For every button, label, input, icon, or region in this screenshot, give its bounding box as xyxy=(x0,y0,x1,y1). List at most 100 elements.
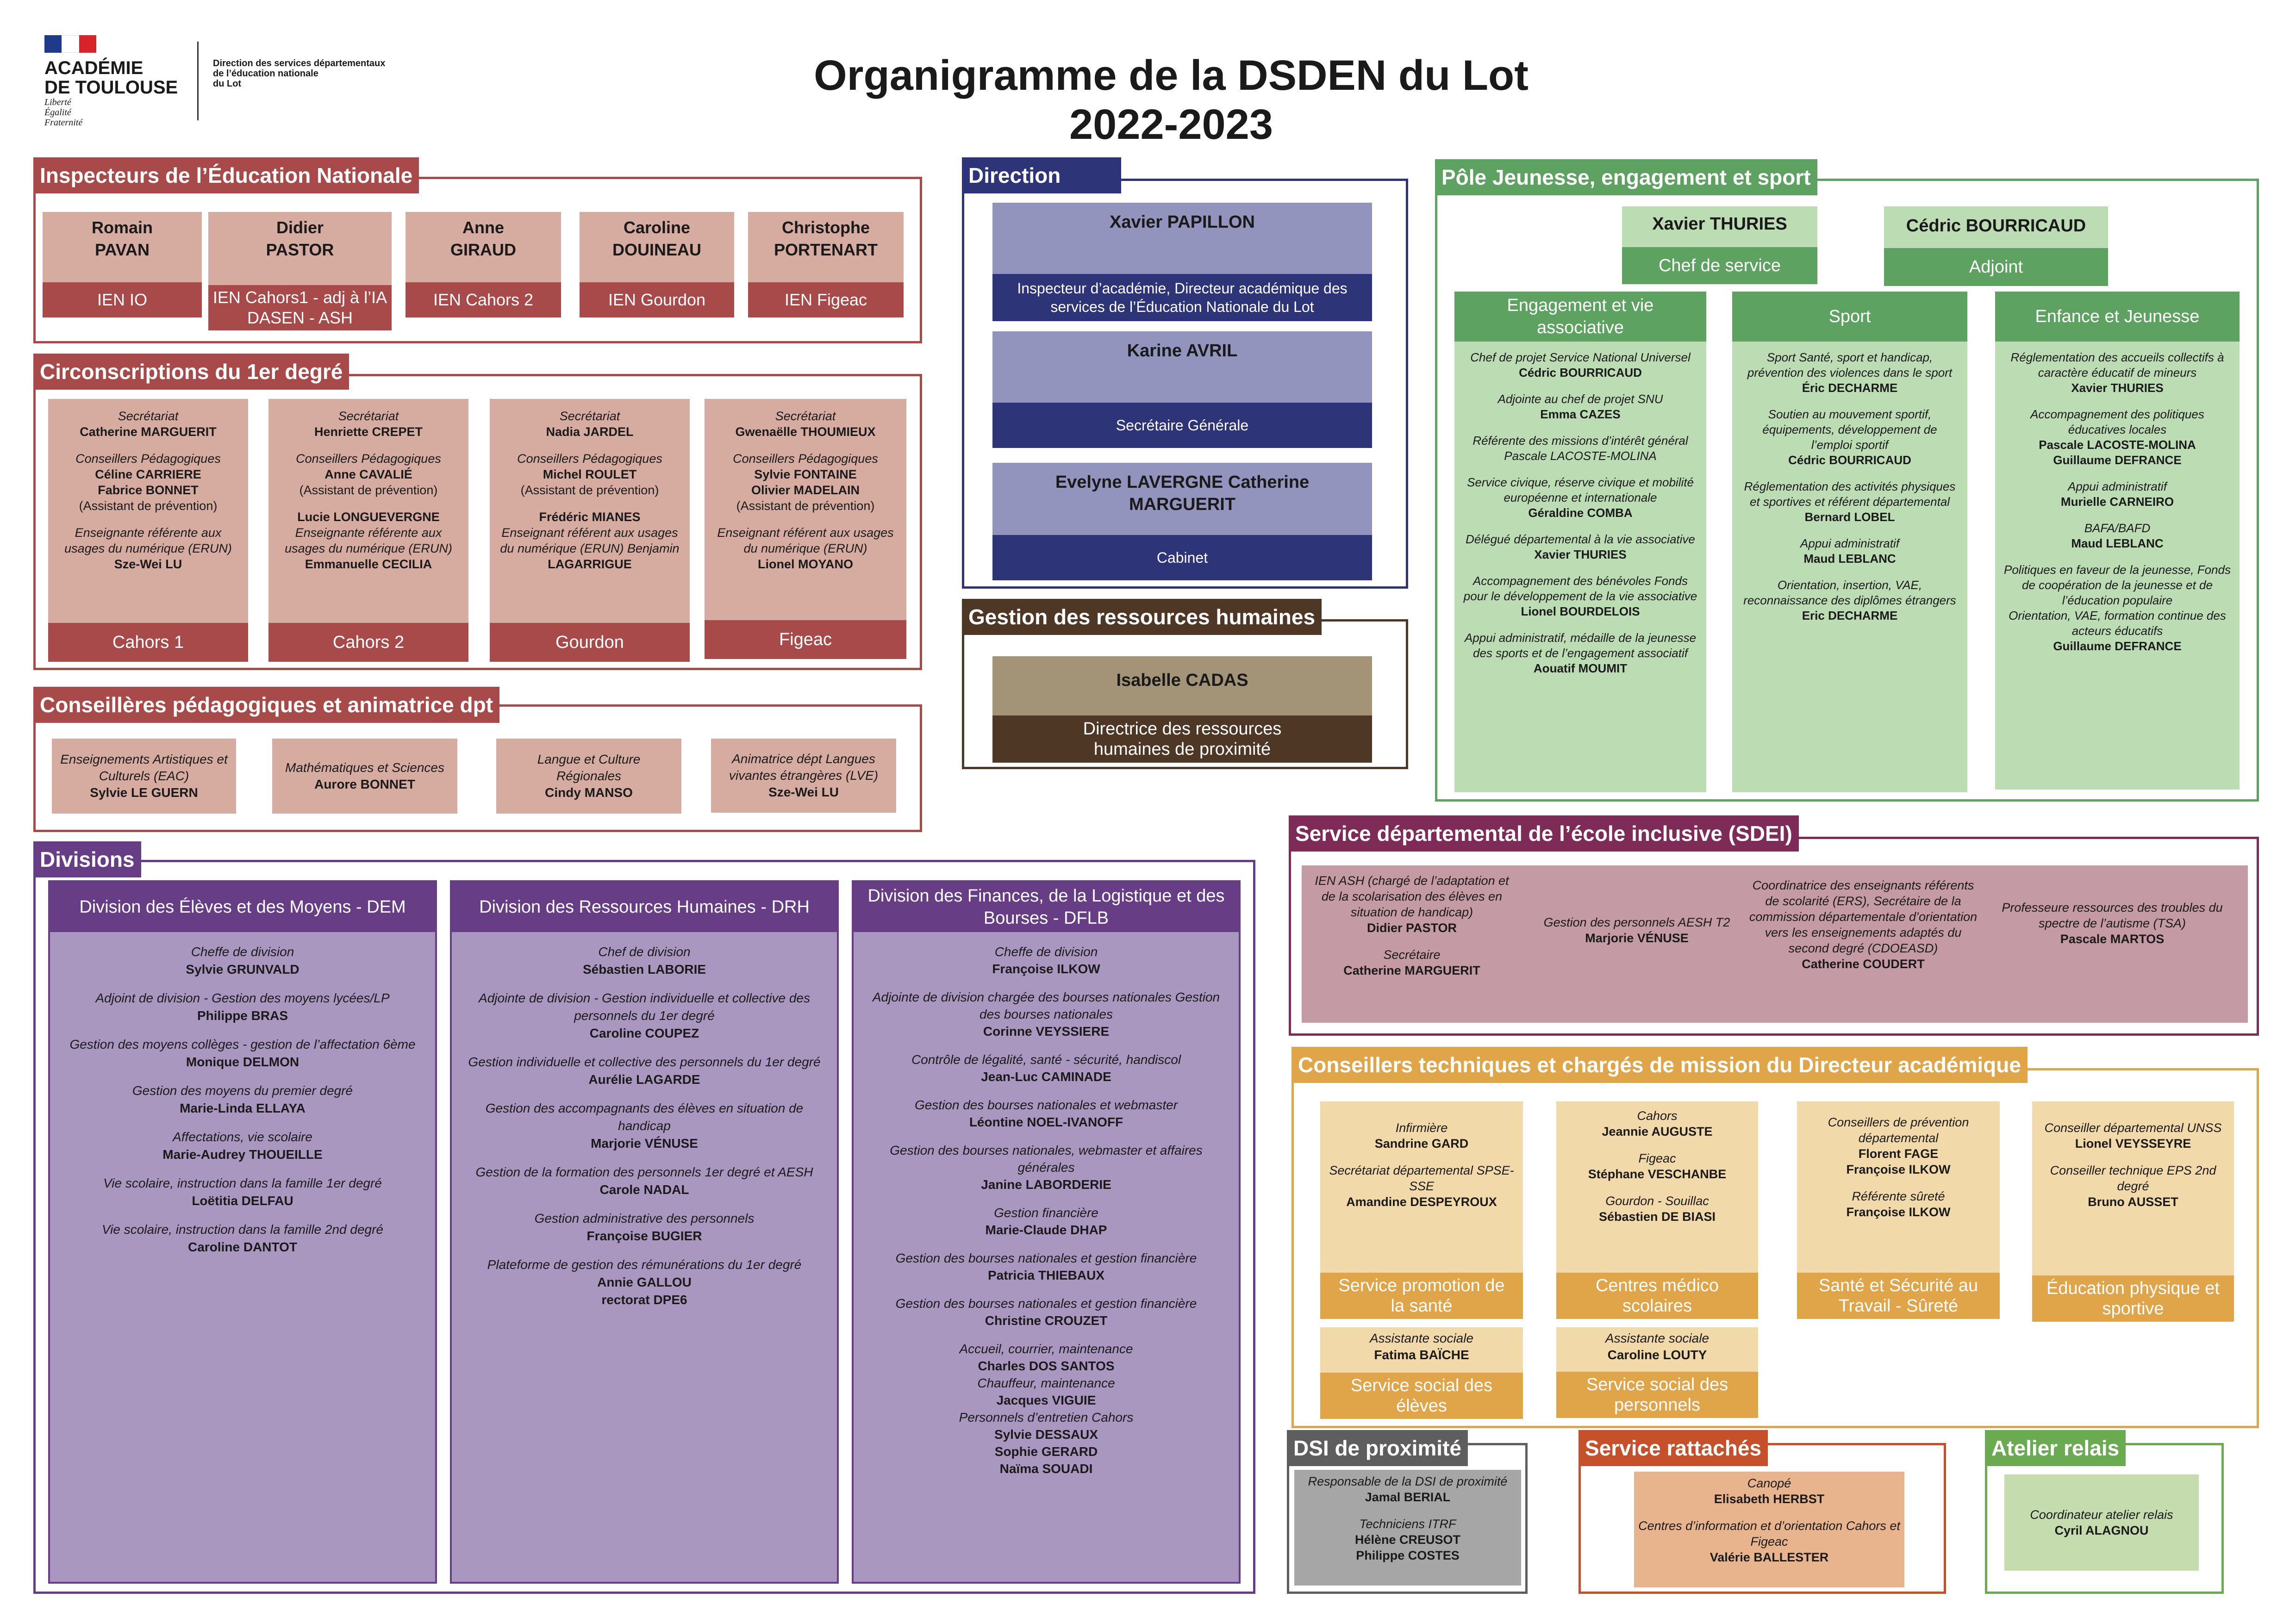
person-name: Géraldine COMBA xyxy=(1528,506,1633,520)
person-name: Florent FAGE xyxy=(1858,1147,1939,1161)
spacer xyxy=(862,1040,1230,1051)
cp-card: Animatrice dépt Langues vivantes étrangè… xyxy=(711,739,896,813)
logo-divider xyxy=(197,42,199,120)
role-text: Secrétariat xyxy=(338,409,399,423)
division-column: Division des Élèves et des Moyens - DEM C… xyxy=(48,880,437,1584)
role-text: Secrétariat xyxy=(559,409,620,423)
person-name: rectorat DPE6 xyxy=(601,1293,687,1307)
social-role: Assistante sociale xyxy=(1605,1331,1710,1345)
ct-label: Centres médico scolaires xyxy=(1556,1273,1758,1319)
jeunesse-head: Engagement et vie associative xyxy=(1454,292,1706,342)
social-name: Caroline LOUTY xyxy=(1607,1348,1707,1362)
role-text: Accueil, courrier, maintenance xyxy=(959,1342,1133,1356)
direction-role: Inspecteur d’académie, Directeur académi… xyxy=(992,274,1372,321)
role-text: Appui administratif, médaille de la jeun… xyxy=(1464,631,1697,660)
role-text: Conseiller départemental UNSS xyxy=(2044,1121,2222,1135)
person-name: Xavier THURIES xyxy=(2071,381,2164,395)
person-name: Caroline DANTOT xyxy=(188,1240,297,1254)
circ-title: Circonscriptions du 1er degré xyxy=(33,354,349,390)
ien-first-name: Didier xyxy=(276,218,324,237)
role-text: (Assistant de prévention) xyxy=(520,483,659,497)
motto-line2: Égalité xyxy=(44,107,71,118)
spacer xyxy=(2003,468,2231,479)
person-name: Naïma SOUADI xyxy=(999,1461,1093,1476)
person-name: Frédéric MIANES xyxy=(539,510,641,524)
person-name: Éric DECHARME xyxy=(1802,381,1898,395)
page-title-line2: 2022-2023 xyxy=(1069,101,1273,148)
spacer xyxy=(1310,936,1514,947)
ien-last-name: DOUINEAU xyxy=(612,240,701,259)
social-name: Fatima BAÏCHE xyxy=(1374,1348,1469,1362)
role-text: Infirmière xyxy=(1395,1121,1448,1135)
person-name: Emmanuelle CECILIA xyxy=(305,557,432,571)
role-text: Gourdon - Souillac xyxy=(1605,1194,1709,1208)
role-text: Plateforme de gestion des rémunérations … xyxy=(487,1257,802,1272)
motto-line3: Fraternité xyxy=(44,118,83,128)
role-text: Gestion des personnels AESH T2 xyxy=(1543,915,1730,929)
role-text: Gestion des moyens collèges - gestion de… xyxy=(69,1037,416,1051)
person-name: Philippe BRAS xyxy=(197,1008,288,1023)
person-name: Maud LEBLANC xyxy=(2071,536,2164,550)
logo-line2: DE TOULOUSE xyxy=(44,77,178,98)
spacer xyxy=(58,1163,427,1175)
spacer xyxy=(58,1025,427,1036)
role-text: Appui administratif xyxy=(2068,479,2167,493)
spacer xyxy=(58,1071,427,1082)
person-name: Anne CAVALIÉ xyxy=(324,467,412,481)
person-name: Françoise ILKOW xyxy=(1846,1163,1951,1176)
role-text: Adjointe au chef de projet SNU xyxy=(1497,392,1663,406)
person-name: Pascale MARTOS xyxy=(2060,932,2165,946)
spacer xyxy=(862,1085,1230,1096)
sdei-box xyxy=(1302,865,2248,1023)
person-name: Sébastien DE BIASI xyxy=(1598,1210,1716,1224)
spacer xyxy=(1741,566,1959,578)
role-text: Responsable de la DSI de proximité xyxy=(1308,1474,1508,1488)
role-text: Cheffe de division xyxy=(994,945,1098,959)
spacer xyxy=(862,1284,1230,1295)
logo-line1: ACADÉMIE xyxy=(44,58,144,78)
jeunesse-title: Pôle Jeunesse, engagement et sport xyxy=(1435,159,1817,195)
spacer xyxy=(862,1193,1230,1204)
role-text: Gestion individuelle et collective des p… xyxy=(468,1055,821,1069)
person-name: Catherine COUDERT xyxy=(1802,957,1925,971)
role-text: Conseillers Pédagogiques xyxy=(75,452,221,466)
person-name: Lionel BOURDELOIS xyxy=(1521,604,1640,618)
role-text: Coordinateur atelier relais xyxy=(2030,1508,2173,1522)
role-text: Gestion des bourses nationales et gestio… xyxy=(895,1296,1197,1311)
role-text: Référente sûreté xyxy=(1852,1189,1945,1203)
spacer xyxy=(1463,464,1698,475)
person-name: Stéphane VESCHANBE xyxy=(1588,1167,1727,1181)
spacer xyxy=(1741,525,1959,536)
person-name: Janine LABORDERIE xyxy=(981,1177,1111,1192)
role-text: Accompagnement des politiques éducatives… xyxy=(2030,407,2204,436)
person-name: Emma CAZES xyxy=(1540,407,1621,421)
ien-last-name: GIRAUD xyxy=(450,240,516,259)
person-name: Maud LEBLANC xyxy=(1803,552,1896,566)
ct-title: Conseillers techniques et chargés de mis… xyxy=(1292,1047,2028,1083)
cp-role: Animatrice dépt Langues vivantes étrangè… xyxy=(729,752,879,783)
division-head: Division des Ressources Humaines - DRH xyxy=(452,882,837,932)
jeunesse-chef-name: Xavier THURIES xyxy=(1652,214,1787,234)
role-text: Canopé xyxy=(1747,1476,1791,1490)
division-head: Division des Élèves et des Moyens - DEM xyxy=(50,882,435,932)
person-name: Catherine MARGUERIT xyxy=(1343,964,1480,977)
direction-section xyxy=(962,179,1408,589)
circ-section xyxy=(33,374,922,670)
jeunesse-body: Chef de projet Service National Universe… xyxy=(1454,350,1706,676)
role-text: Gestion des bourses nationales, webmaste… xyxy=(890,1143,1203,1175)
role-text: Service civique, réserve civique et mobi… xyxy=(1467,475,1694,504)
